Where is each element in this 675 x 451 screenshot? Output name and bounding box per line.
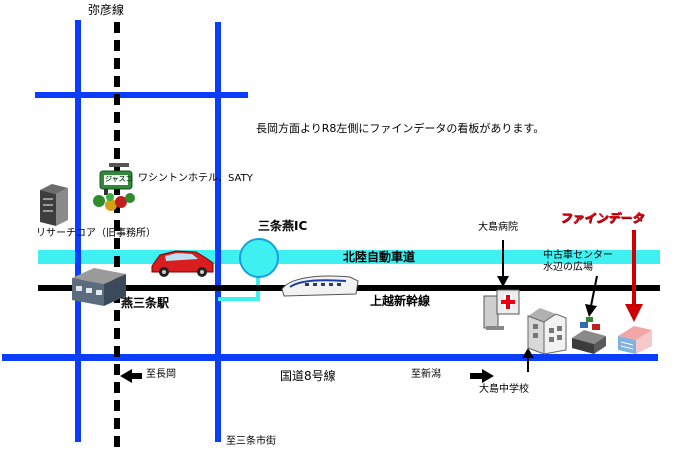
- sanjo-tsubame-ic-label: 三条燕IC: [258, 219, 308, 233]
- center-vertical-road: [215, 22, 221, 442]
- route8-road: [2, 354, 658, 361]
- yahiko-line-label: 弥彦線: [88, 3, 125, 17]
- mizube-hiroba-label: 水辺の広場: [543, 262, 593, 273]
- note-text: 長岡方面よりR8左側にファインデータの看板があります。: [256, 122, 545, 135]
- school-building-icon: [527, 308, 567, 355]
- hospital-icon: [483, 289, 520, 330]
- car-shop-icon: [572, 317, 606, 354]
- fine-data-label: ファインデータ: [559, 211, 644, 225]
- used-car-center-label: 中古車センター: [543, 250, 613, 261]
- school-pointer-arrow-icon: [522, 348, 534, 372]
- tsubame-sanjo-station-label: 燕三条駅: [121, 296, 170, 310]
- hospital-pointer-arrow-icon: [497, 240, 509, 287]
- research-core-label: リサーチコア（旧事務所）: [36, 228, 156, 239]
- jusco-sign-icon: [99, 163, 133, 195]
- washington-hotel-label: ワシントンホテル、SATY: [138, 173, 253, 184]
- office-building-icon: [618, 326, 652, 354]
- joetsu-shinkansen-label: 上越新幹線: [370, 294, 431, 308]
- shinkansen-train-icon: [281, 275, 359, 297]
- jusco-sign-text: ジャスコ: [105, 175, 133, 183]
- hokuriku-expressway-label: 北陸自動車道: [343, 250, 416, 264]
- used-car-center-pointer-arrow-icon: [585, 275, 598, 317]
- server-building-icon: [40, 184, 68, 226]
- ic-connector-road: [218, 272, 260, 301]
- to-niigata-label: 至新潟: [411, 369, 441, 380]
- red-car-icon: [151, 250, 214, 277]
- to-sanjo-city-label: 至三条市街: [226, 436, 276, 447]
- sanjo-tsubame-ic-circle: [239, 238, 279, 278]
- upper-horizontal-road: [35, 92, 248, 98]
- tree-cluster-icon: [93, 193, 135, 211]
- route8-label: 国道8号線: [280, 369, 336, 383]
- left-vertical-road: [75, 20, 81, 442]
- fine-data-pointer-arrow-icon: [625, 230, 643, 322]
- to-niigata-arrow-icon: [470, 369, 494, 383]
- station-building-icon: [72, 268, 126, 306]
- to-nagaoka-arrow-icon: [120, 369, 142, 383]
- to-nagaoka-label: 至長岡: [146, 369, 176, 380]
- oshima-jhs-label: 大島中学校: [479, 384, 529, 395]
- oshima-hospital-label: 大島病院: [478, 222, 518, 233]
